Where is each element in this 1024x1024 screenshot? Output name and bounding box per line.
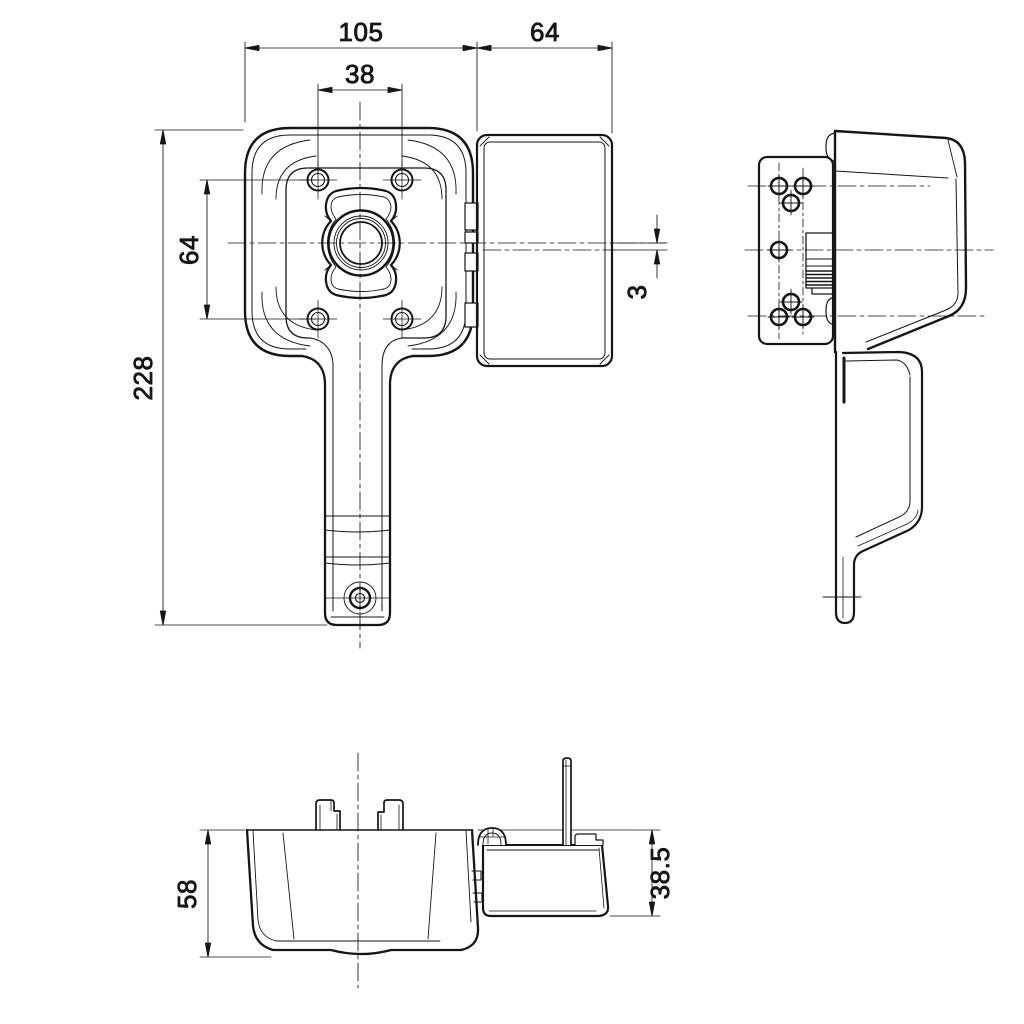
screw-hole	[383, 300, 421, 338]
dim-body-width-label: 105	[339, 17, 384, 47]
handle-shaft	[302, 356, 413, 625]
bottom-view	[247, 758, 608, 954]
dim-body-depth-label: 58	[172, 879, 202, 909]
dim-cover-depth-label: 38.5	[645, 847, 675, 900]
side-handle	[823, 352, 922, 623]
dim-body-width: 105	[245, 17, 477, 131]
dim-center-offset-label: 3	[622, 285, 652, 300]
body-face	[286, 168, 446, 338]
dim-overall-length: 228	[128, 130, 327, 625]
handle-shaft-inner	[310, 338, 402, 617]
dim-cover-width-label: 64	[530, 17, 560, 47]
dim-cover-depth: 38.5	[610, 830, 675, 916]
hinge-tabs	[465, 203, 478, 327]
mounting-tab	[378, 800, 403, 830]
centerlines	[228, 102, 993, 988]
bottom-body	[247, 830, 482, 954]
dim-hole-pitch-vertical: 64	[174, 180, 316, 319]
spindle-block	[806, 233, 835, 294]
body-mid-outline	[252, 135, 466, 349]
dome-button	[478, 828, 506, 845]
mounting-tab	[316, 800, 340, 830]
grip-lines	[325, 516, 390, 598]
dim-body-depth: 58	[172, 830, 271, 957]
dim-center-offset: 3	[613, 215, 667, 300]
boss-body-inner	[327, 195, 394, 292]
cover-front	[477, 135, 612, 366]
mounting-plate	[759, 157, 833, 344]
side-view	[759, 131, 966, 623]
dim-overall-length-label: 228	[128, 356, 158, 401]
side-body	[826, 131, 966, 352]
plate-centerlines	[779, 163, 803, 339]
locking-rod	[563, 758, 571, 845]
corner-pockets	[262, 140, 456, 346]
body-outline	[245, 128, 473, 356]
dim-hole-pitch-horizontal: 38	[318, 59, 402, 174]
dimensions: 105 64 38 64 228 3	[128, 17, 675, 957]
front-view	[245, 128, 612, 625]
step-bracket	[575, 834, 603, 845]
dim-hole-pitch-horizontal-label: 38	[345, 59, 375, 89]
dim-hole-pitch-vertical-label: 64	[174, 235, 204, 265]
dim-cover-width: 64	[477, 17, 612, 133]
bottom-cover	[483, 845, 608, 916]
